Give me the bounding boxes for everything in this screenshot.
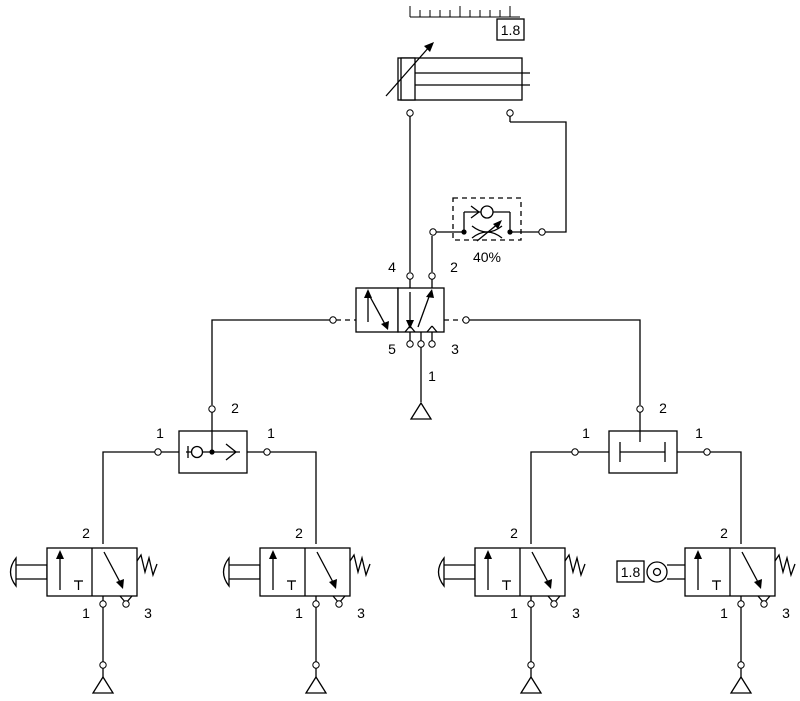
supply-icon	[729, 675, 753, 694]
double-acting-cylinder[interactable]: 1.8	[385, 6, 530, 117]
cylinder-piston	[400, 57, 416, 101]
port-label-1: 1	[510, 605, 518, 621]
and-valve-label-1-right: 1	[695, 425, 703, 441]
main-valve-label-5: 5	[388, 341, 396, 357]
cylinder-position-scale	[409, 6, 520, 18]
main-5-2-directional-valve[interactable]: 4 2 5 3 1	[329, 259, 470, 420]
port-label-1: 1	[82, 605, 90, 621]
supply-icon	[91, 675, 115, 694]
main-valve-pilot-12[interactable]	[462, 316, 470, 324]
throttle-arrowhead-icon	[493, 220, 502, 229]
or-valve-port-1-left[interactable]	[154, 448, 162, 456]
port-3[interactable]	[760, 600, 768, 608]
port-label-1: 1	[720, 605, 728, 621]
port-label-2: 2	[510, 525, 518, 541]
main-valve-label-3: 3	[451, 341, 459, 357]
port-label-3: 3	[782, 605, 790, 621]
port-label-2: 2	[82, 525, 90, 541]
cushion-arrowhead-icon	[424, 42, 434, 52]
and-valve-label-1-left: 1	[582, 425, 590, 441]
cushion-adjust-arrow-icon	[385, 45, 431, 97]
port-label-2: 2	[720, 525, 728, 541]
main-valve-port-1[interactable]	[417, 340, 425, 348]
or-valve-ball-icon	[190, 445, 204, 459]
cylinder-readout-box	[496, 18, 525, 41]
cylinder-port-b[interactable]	[506, 109, 514, 117]
push-button-icon[interactable]	[437, 556, 445, 588]
port-1[interactable]	[99, 600, 107, 608]
or-valve-label-1-left: 1	[156, 425, 164, 441]
check-valve-seat-icon	[470, 205, 481, 219]
port-label-1: 1	[295, 605, 303, 621]
cylinder-barrel	[397, 57, 523, 101]
port-label-3: 3	[144, 605, 152, 621]
dual-pressure-and-valve[interactable]: 2 1 1	[571, 400, 711, 474]
flow-control-opening-label: 40%	[473, 249, 501, 265]
port-1[interactable]	[527, 600, 535, 608]
or-valve-port-2[interactable]	[208, 405, 216, 413]
main-valve-port-4[interactable]	[406, 272, 414, 280]
push-button-icon[interactable]	[222, 556, 230, 588]
or-valve-port-1-right[interactable]	[263, 448, 271, 456]
roller-readout-box	[616, 560, 645, 583]
and-valve-port-2[interactable]	[636, 405, 644, 413]
cylinder-readout-value: 1.8	[501, 22, 521, 38]
roller-valve-4[interactable]: 1.8 2 1 3	[616, 525, 796, 694]
main-piping	[409, 116, 567, 272]
port-label-3: 3	[357, 605, 365, 621]
main-valve-label-2: 2	[450, 259, 458, 275]
and-valve-port-1-right[interactable]	[703, 448, 711, 456]
main-valve-label-4: 4	[388, 259, 396, 275]
port-1[interactable]	[737, 600, 745, 608]
port-1[interactable]	[312, 600, 320, 608]
pilot-lines	[211, 319, 641, 405]
port-label-3: 3	[572, 605, 580, 621]
main-valve-pilot-14[interactable]	[329, 316, 337, 324]
push-button-valve-3[interactable]: 2 1 3	[437, 525, 586, 694]
cylinder-port-a[interactable]	[406, 109, 414, 117]
push-button-valve-1[interactable]: 2 1 3	[9, 525, 158, 694]
supply-icon	[304, 675, 328, 694]
check-valve-ball-icon	[480, 205, 494, 219]
main-valve-port-2[interactable]	[428, 272, 436, 280]
flow-control-enclosure	[452, 197, 522, 241]
push-button-icon[interactable]	[9, 556, 17, 588]
signal-piping	[102, 451, 742, 544]
and-valve-port-1-left[interactable]	[571, 448, 579, 456]
shuttle-or-valve[interactable]: 2 1 1	[154, 400, 275, 474]
or-valve-label-2: 2	[231, 400, 239, 416]
port-label-2: 2	[295, 525, 303, 541]
port-3[interactable]	[550, 600, 558, 608]
roller-actuation-position: 1.8	[621, 564, 641, 580]
and-valve-label-2: 2	[659, 400, 667, 416]
port-3[interactable]	[122, 600, 130, 608]
main-valve-right-square	[397, 287, 445, 333]
main-valve-label-1: 1	[428, 368, 436, 384]
port-3[interactable]	[335, 600, 343, 608]
supply-icon	[519, 675, 543, 694]
or-valve-label-1-right: 1	[267, 425, 275, 441]
main-valve-supply-icon	[409, 401, 433, 420]
push-button-valve-2[interactable]: 2 1 3	[222, 525, 371, 694]
main-valve-port-5[interactable]	[406, 340, 414, 348]
main-valve-port-3[interactable]	[428, 340, 436, 348]
one-way-flow-control-valve[interactable]: 40%	[452, 197, 522, 265]
